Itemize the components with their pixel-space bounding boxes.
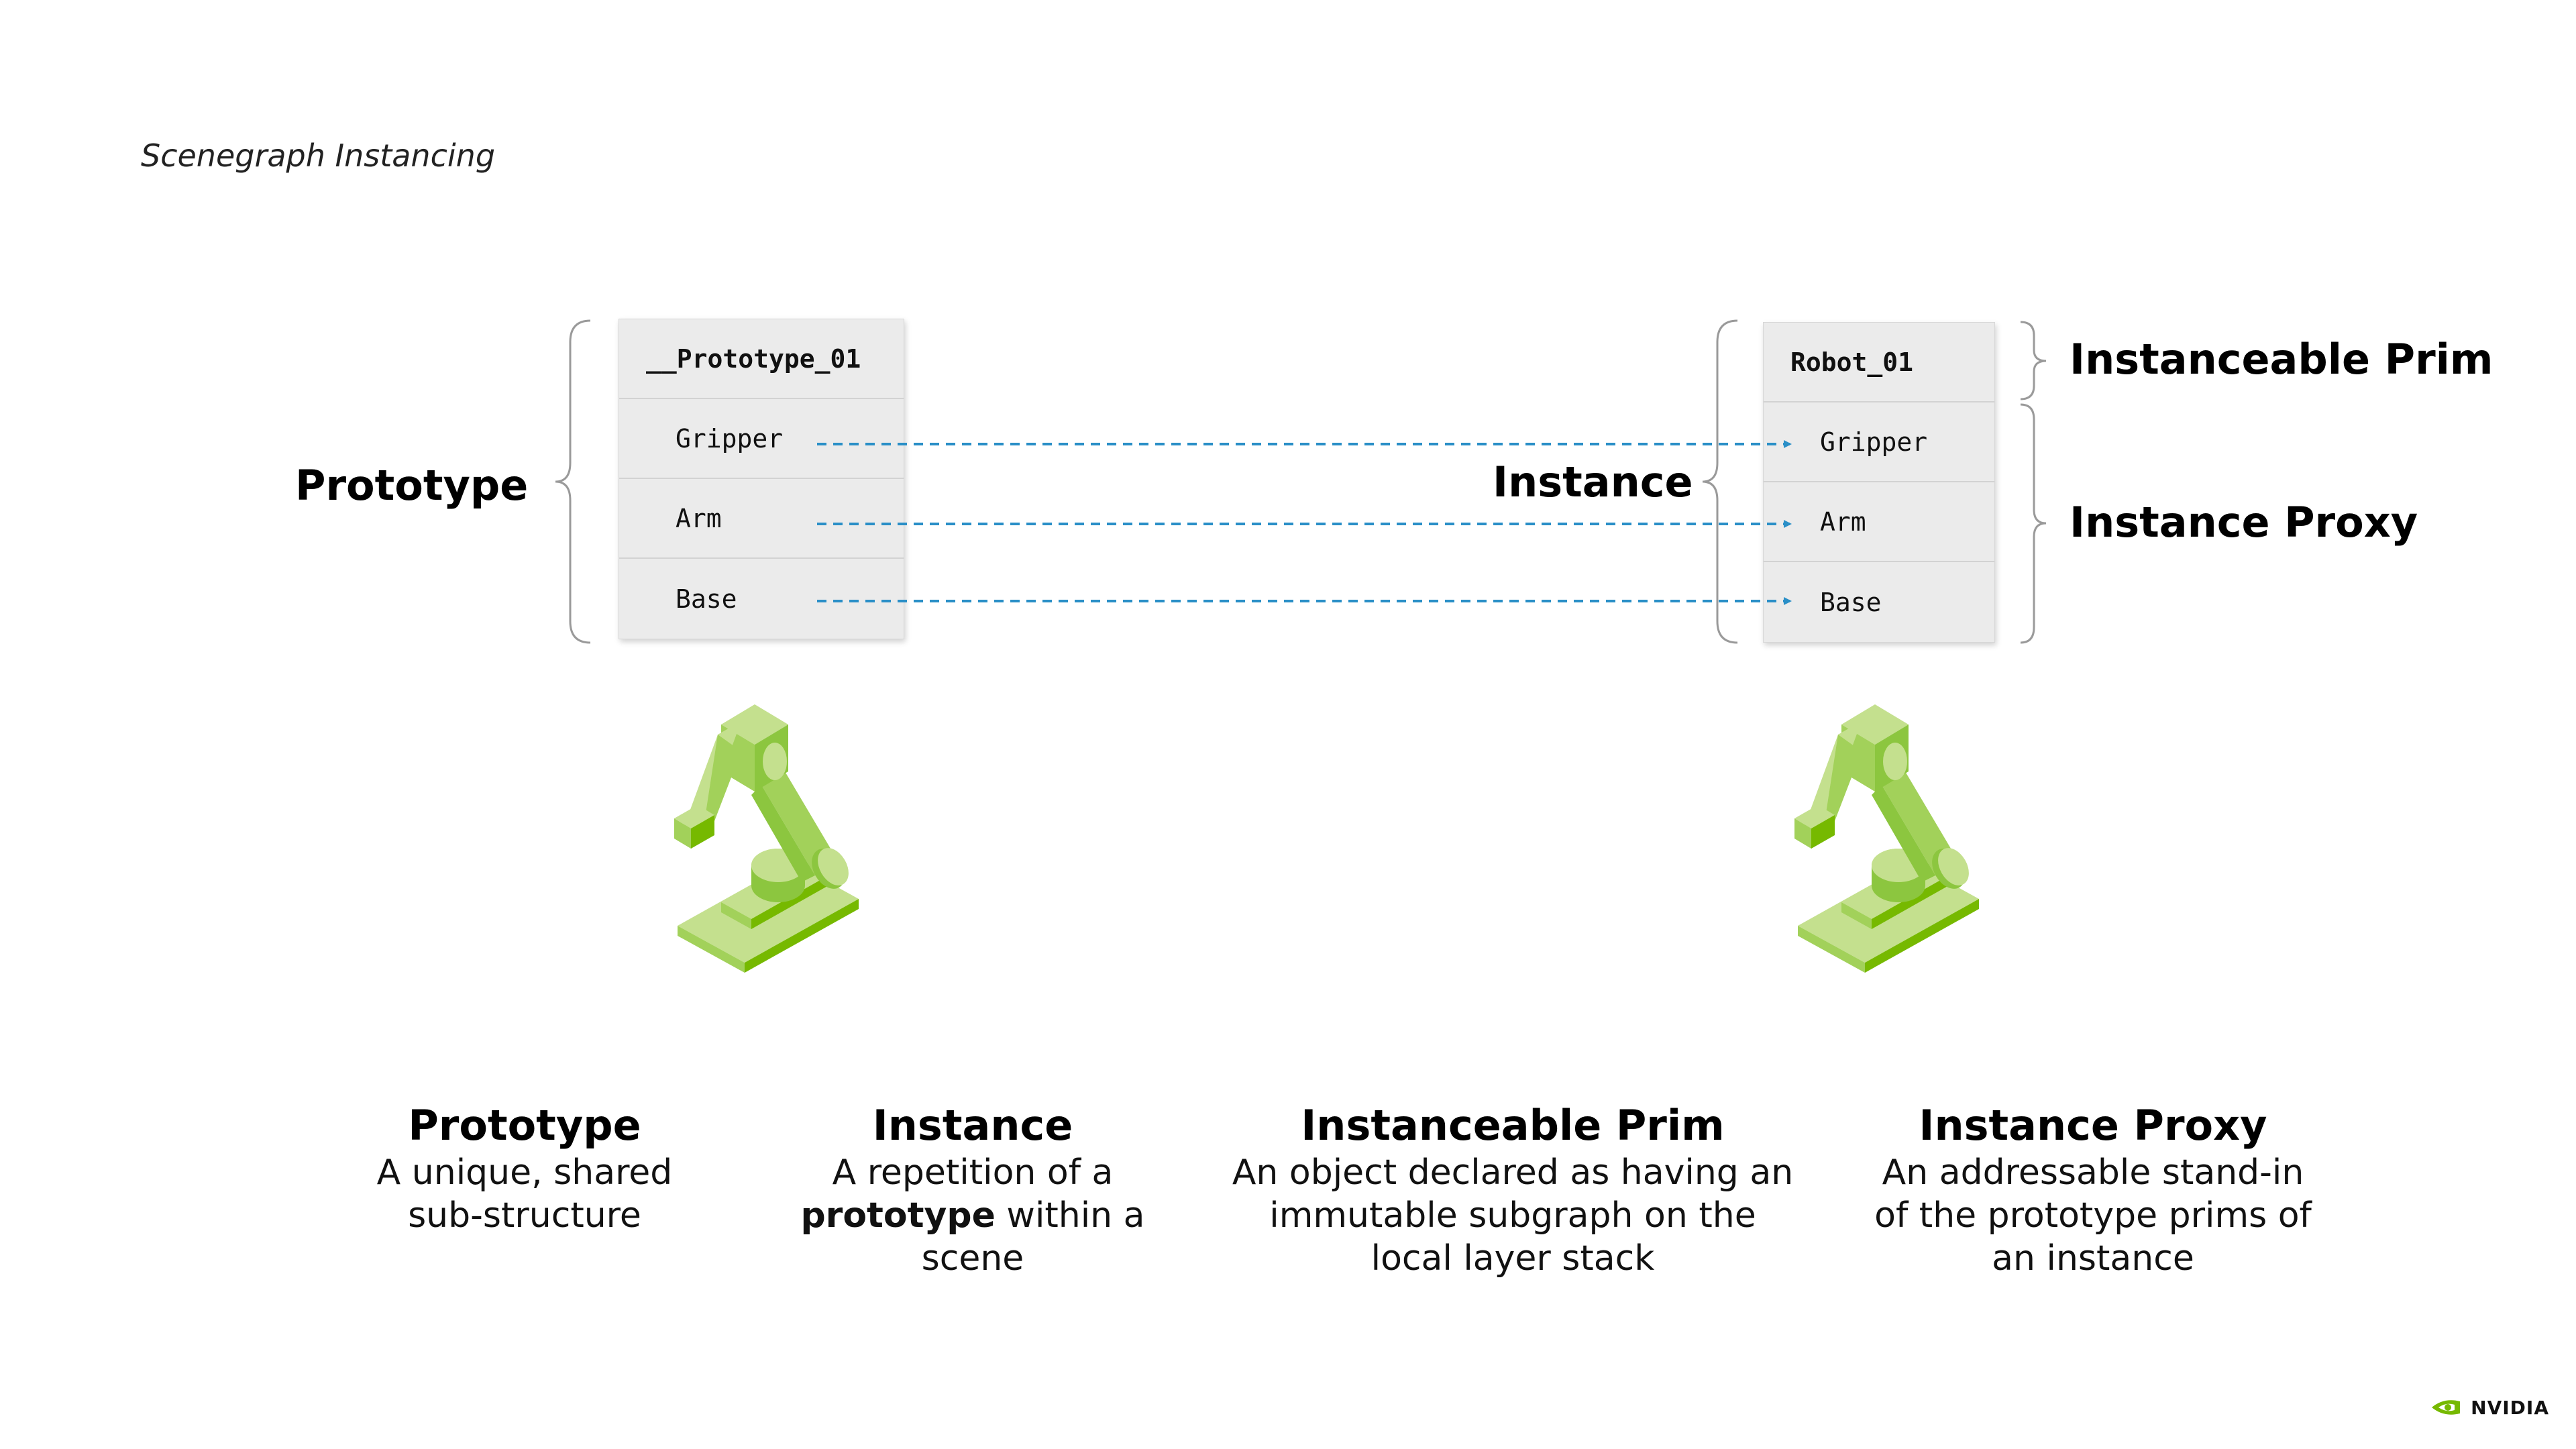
instanceable-prim-label: Instanceable Prim (2070, 335, 2493, 384)
definition-prototype: Prototype A unique, shared sub-structure (377, 1100, 673, 1237)
definition-prototype-desc-1: A unique, shared (376, 1152, 673, 1193)
definition-instance-desc-3: scene (921, 1238, 1024, 1279)
instance-arm-node: Arm (1764, 482, 1994, 562)
definition-instance-bold-term: prototype (800, 1195, 996, 1236)
prototype-tree: __Prototype_01 Gripper Arm Base (619, 319, 904, 639)
instance-gripper-node: Gripper (1764, 402, 1994, 482)
instance-base-node: Base (1820, 587, 1882, 617)
definition-instance-proxy: Instance Proxy An addressable stand-in o… (1874, 1100, 2312, 1280)
definition-instanceable-prim-term: Instanceable Prim (1301, 1101, 1725, 1150)
definition-instance-desc-2-rest: within a (995, 1195, 1145, 1236)
prototype-gripper-node: Gripper (619, 399, 904, 479)
definition-instance: Instance A repetition of a prototype wit… (800, 1100, 1144, 1280)
definition-instance-proxy-desc-1: An addressable stand-in (1882, 1152, 2304, 1193)
prototype-base-node: Base (676, 584, 737, 614)
nvidia-eye-icon (2432, 1400, 2461, 1415)
prototype-label: Prototype (295, 461, 529, 510)
definition-instanceable-prim-desc-2: immutable subgraph on the (1269, 1195, 1756, 1236)
slide-title: Scenegraph Instancing (141, 138, 496, 174)
nvidia-logo-text: NVIDIA (2471, 1396, 2549, 1419)
definition-prototype-term: Prototype (408, 1101, 641, 1150)
definition-instanceable-prim-desc-1: An object declared as having an (1232, 1152, 1794, 1193)
instance-brace (1702, 319, 1738, 644)
prototype-arm-node: Arm (619, 479, 904, 559)
definition-instance-term: Instance (872, 1101, 1073, 1150)
nvidia-logo: NVIDIA (2430, 1396, 2549, 1419)
definition-instanceable-prim-desc-3: local layer stack (1371, 1238, 1655, 1279)
definition-instance-proxy-term: Instance Proxy (1919, 1101, 2267, 1150)
definition-instance-desc-2: prototype within a (800, 1194, 1144, 1237)
definition-instanceable-prim: Instanceable Prim An object declared as … (1232, 1100, 1793, 1280)
instanceable-prim-brace (2020, 321, 2047, 400)
instance-robot-icon (1794, 704, 1979, 973)
instance-root-node: Robot_01 (1764, 323, 1994, 402)
instance-label: Instance (1493, 458, 1693, 506)
prototype-brace (555, 319, 591, 644)
prototype-robot-icon (674, 704, 859, 973)
definition-instance-proxy-desc-3: an instance (1992, 1238, 2194, 1279)
instance-proxy-brace (2020, 403, 2047, 644)
definition-instance-proxy-desc-2: of the prototype prims of (1874, 1195, 2312, 1236)
definition-instance-desc-1: A repetition of a (832, 1152, 1114, 1193)
instance-tree: Robot_01 Gripper Arm Base (1763, 322, 1995, 643)
prototype-root-node: __Prototype_01 (619, 319, 904, 399)
definition-prototype-desc-2: sub-structure (408, 1195, 641, 1236)
instance-proxy-label: Instance Proxy (2070, 498, 2418, 547)
